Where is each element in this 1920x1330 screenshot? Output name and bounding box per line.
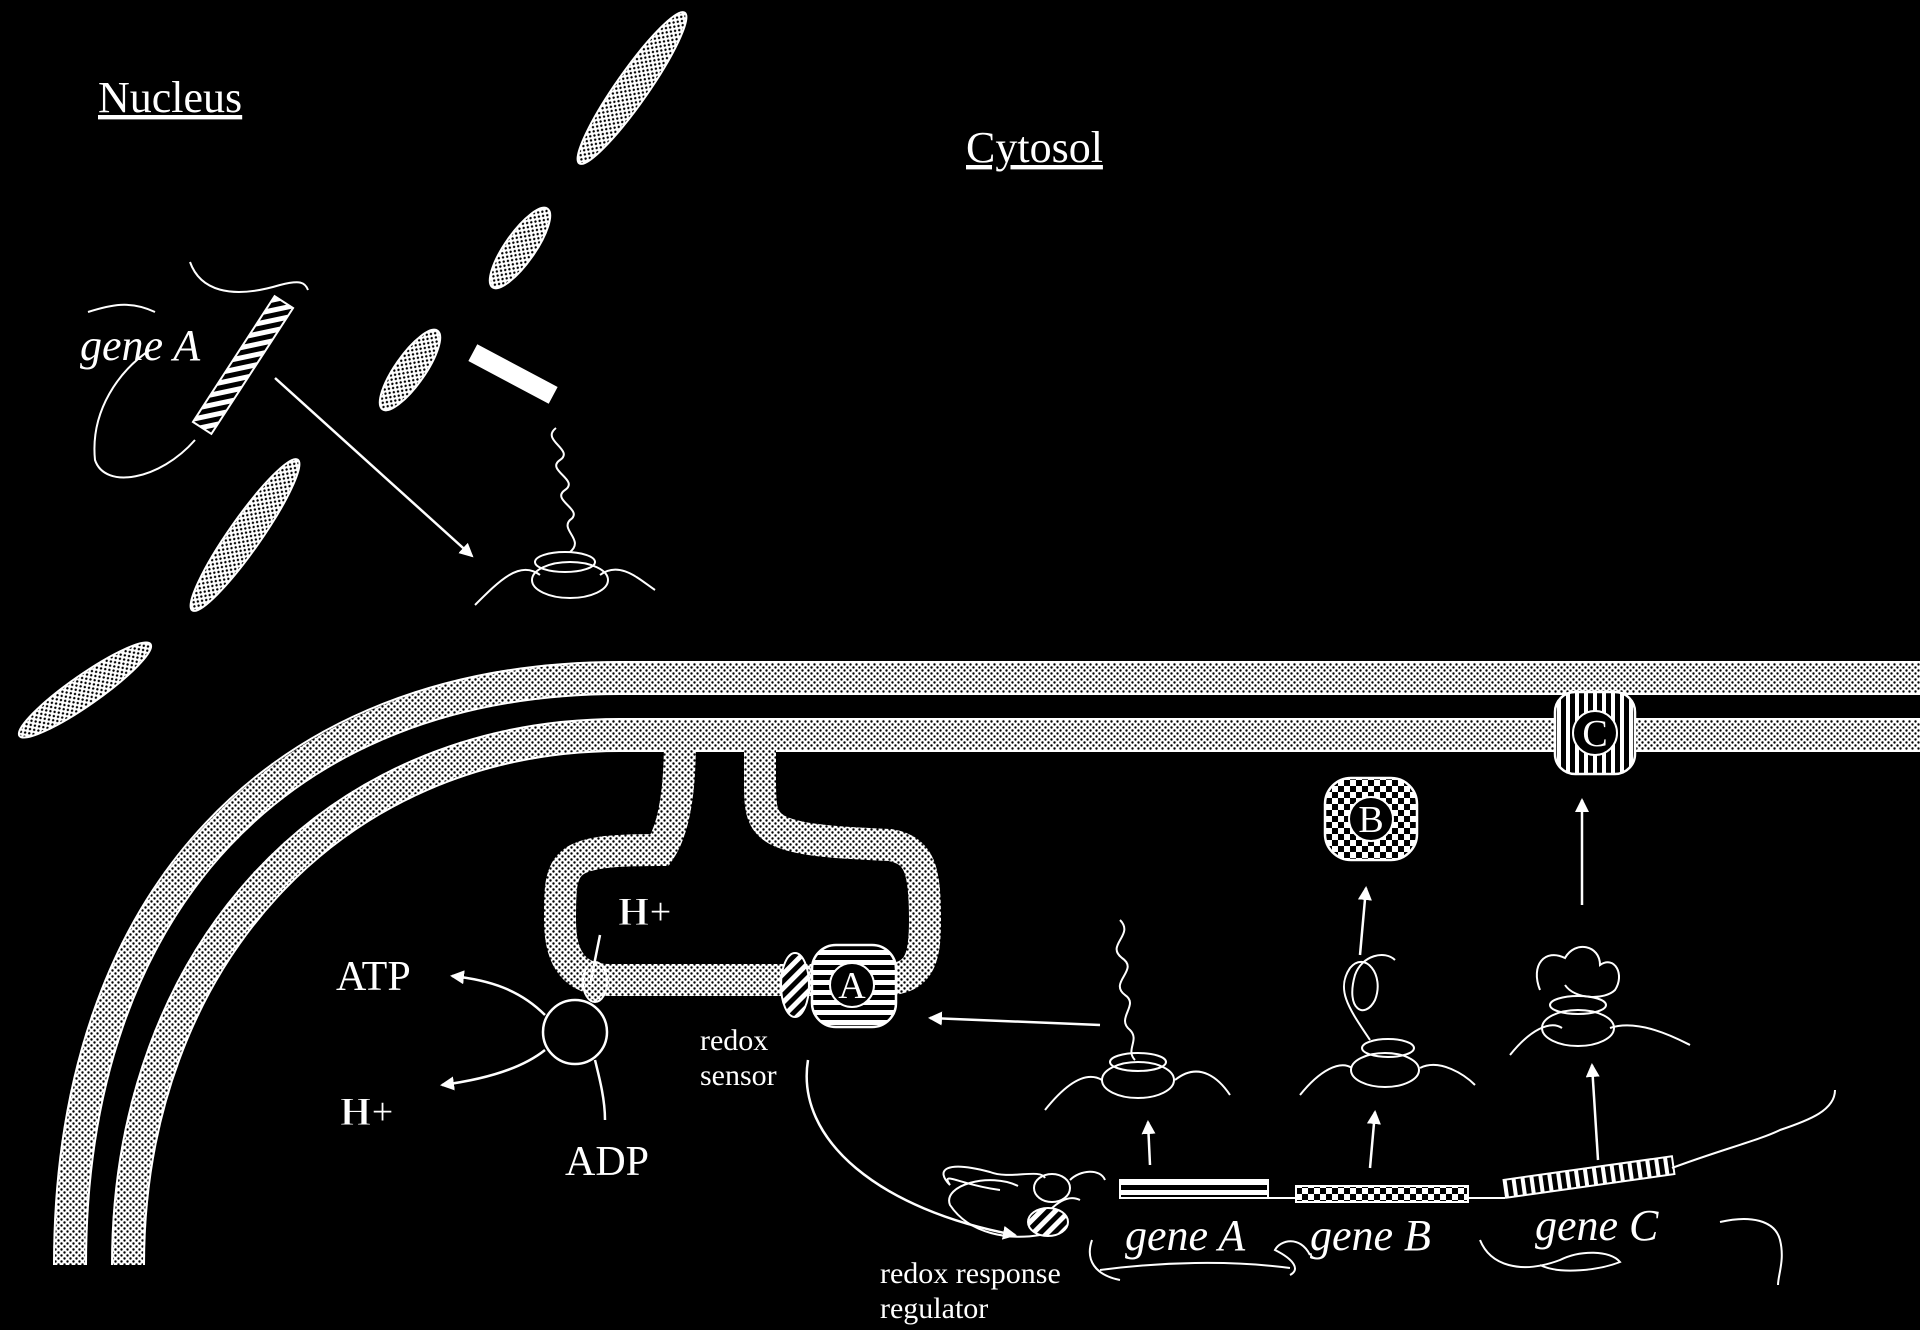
gene-b-organelle-label: gene B [1310,1211,1431,1260]
redox-response-regulator-label-line2: regulator [880,1292,988,1325]
h-plus-bottom-label: H+ [340,1089,394,1134]
nuclear-envelope-segment [488,206,552,290]
ribosome-c [1509,798,1691,1161]
protein-c-label: C [1582,713,1607,755]
cytosol-label: Cytosol [966,123,1103,172]
nuclear-envelope-segment [378,328,442,412]
nucleus-label: Nucleus [98,73,242,122]
redox-response-regulator-label-line1: redox response [880,1257,1061,1290]
protein-b: B [1323,776,1419,862]
nuclear-envelope-segment [576,11,688,165]
ribosome-a [928,919,1231,1166]
atp-label: ATP [336,954,411,1000]
cytosolic-ribosome [468,344,656,606]
nuclear-transcript-arrow [274,377,474,558]
nuclear-envelope-segment [17,641,153,739]
atp-synthase [440,934,609,1121]
redox-sensor-label-line1: redox [700,1024,768,1057]
protein-a: A [780,943,898,1029]
organelle-genome [942,1089,1836,1286]
gene-a-nuclear-label: gene A [80,321,201,370]
redox-sensor-label-line2: sensor [700,1059,777,1092]
nuclear-envelope [17,11,688,739]
gene-c-organelle-label: gene C [1535,1201,1659,1250]
gene-a-organelle-label: gene A [1125,1211,1246,1260]
nuclear-gene-a: gene A [80,261,474,558]
protein-c: C [1553,690,1637,776]
adp-label: ADP [565,1139,649,1185]
h-plus-top-label: H+ [618,889,672,934]
protein-a-label: A [838,965,866,1007]
protein-b-label: B [1358,799,1383,841]
ribosome-b [1299,886,1476,1169]
redox-signal-arrow [805,1059,1017,1240]
nuclear-envelope-segment [189,458,301,612]
